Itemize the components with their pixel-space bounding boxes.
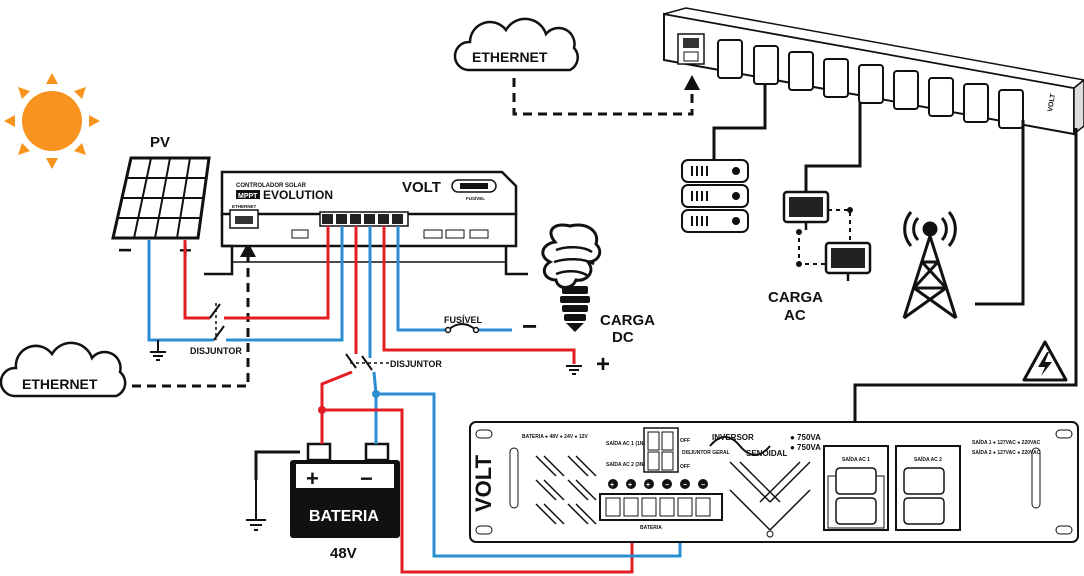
controller-fusivel: FUSÍVEL — [466, 194, 485, 201]
breaker-switch — [345, 353, 357, 369]
terminal-sign: + — [646, 482, 650, 489]
inverter-rack — [469, 421, 1079, 543]
inverter-disjuntor-geral: DISJUNTOR GERAL — [682, 450, 730, 456]
ground-icon — [246, 480, 266, 531]
sun-icon — [4, 73, 100, 169]
server-icon — [681, 159, 749, 233]
breaker-switch — [361, 355, 373, 371]
network-link — [828, 209, 851, 243]
network-link — [798, 230, 826, 265]
controller-brand: VOLT — [402, 179, 441, 196]
breaker-switch — [209, 303, 221, 319]
inverter-saida-2: SAÍDA AC 2 (3N) — [606, 460, 645, 468]
antenna-tower-icon — [902, 211, 958, 320]
ground-wire — [254, 450, 300, 480]
battery-label: BATERIA — [309, 508, 379, 525]
controller-ethernet: ETHERNET — [232, 204, 257, 209]
controller-title-small: CONTROLADOR SOLAR — [236, 183, 307, 189]
wire-pv-positive-ctrl — [224, 226, 330, 320]
inverter-bateria-terminal: BATERIA — [640, 525, 662, 531]
inverter-saida-ac1: SAÍDA AC 1 — [842, 455, 870, 463]
wire-pv-positive — [183, 240, 210, 320]
wire-pv-negative-ctrl — [226, 226, 344, 342]
breaker-switch — [213, 325, 225, 341]
cloud-icon — [0, 341, 127, 398]
wire-load-positive — [382, 226, 576, 364]
cable-server — [712, 84, 767, 160]
cable-inverter — [853, 128, 1078, 437]
terminal-sign: − — [665, 482, 669, 489]
cable-monitor — [804, 102, 862, 192]
node-dot — [847, 207, 853, 213]
inverter-off-2: OFF — [680, 464, 690, 470]
node-dot — [796, 261, 802, 267]
inverter-saida-info-1: SAÍDA 1 ● 127VAC ● 220VAC — [972, 438, 1041, 446]
inverter-saida-1: SAÍDA AC 1 (1N) — [606, 439, 645, 447]
inverter-battery-select: BATERIA ● 48V ● 24V ● 12V — [522, 434, 588, 440]
battery-icon — [290, 442, 400, 538]
arrow-up-icon — [240, 242, 256, 257]
carga-dc-label-1: CARGA — [600, 312, 655, 329]
controller-title-big: EVOLUTION — [263, 188, 333, 202]
solar-panel-icon — [111, 156, 211, 240]
bulb-icon — [541, 223, 602, 332]
dc-negative-sign: − — [522, 311, 537, 341]
ethernet-label-top: ETHERNET — [472, 49, 548, 65]
monitor-icon — [824, 241, 872, 281]
battery-voltage: 48V — [330, 545, 357, 562]
inverter-senoidal: SENOIDAL — [746, 449, 787, 458]
terminal-sign: + — [628, 482, 632, 489]
arrow-up-icon — [684, 75, 700, 90]
controller-title-mppt: MPPT — [238, 193, 258, 200]
ground-icon — [150, 351, 166, 361]
pv-negative-sign: − — [118, 237, 132, 264]
pdu-brand: VOLT — [1047, 93, 1057, 113]
inverter-power-1: ● 750VA — [790, 433, 821, 442]
fusivel-label: FUSÍVEL — [444, 315, 483, 325]
disjuntor-label-2: DISJUNTOR — [390, 359, 442, 369]
carga-dc-label-2: DC — [612, 329, 634, 346]
node-dot — [796, 229, 802, 235]
ethernet-label-bottom: ETHERNET — [22, 376, 98, 392]
terminal-sign: − — [683, 482, 687, 489]
wire-pv-negative — [147, 240, 214, 342]
dc-positive-sign: + — [596, 351, 610, 378]
terminal-sign: + — [610, 482, 614, 489]
battery-negative-sign: − — [360, 466, 373, 491]
cable-tower — [975, 120, 1025, 306]
wire-load-negative — [396, 226, 448, 332]
pv-label: PV — [150, 134, 170, 151]
carga-ac-label-2: AC — [784, 307, 806, 324]
mppt-badge — [236, 190, 260, 199]
ground-icon — [566, 365, 582, 375]
inverter-inversor: INVERSOR — [712, 433, 754, 442]
inverter-power-2: ● 750VA — [790, 443, 821, 452]
battery-positive-sign: + — [306, 466, 319, 491]
terminal-sign: − — [701, 482, 705, 489]
warning-icon — [1022, 340, 1068, 382]
inverter-off-1: OFF — [680, 438, 690, 444]
wire-bat-positive — [320, 370, 353, 412]
fuse-terminal — [472, 326, 480, 334]
monitor-icon — [782, 190, 830, 230]
ethernet-link-controller — [132, 256, 250, 388]
inverter-brand: VOLT — [471, 454, 496, 512]
disjuntor-label-1: DISJUNTOR — [190, 346, 242, 356]
cloud-icon — [453, 17, 579, 72]
inverter-saida-ac2: SAÍDA AC 2 — [914, 455, 942, 463]
carga-ac-label-1: CARGA — [768, 289, 823, 306]
wire-inv-positive — [322, 408, 634, 574]
inverter-saida-info-2: SAÍDA 2 ● 127VAC ● 220VAC — [972, 448, 1041, 456]
fuse-terminal — [444, 326, 452, 334]
ethernet-link-pdu — [512, 78, 694, 116]
pdu-outlets — [717, 39, 1024, 129]
